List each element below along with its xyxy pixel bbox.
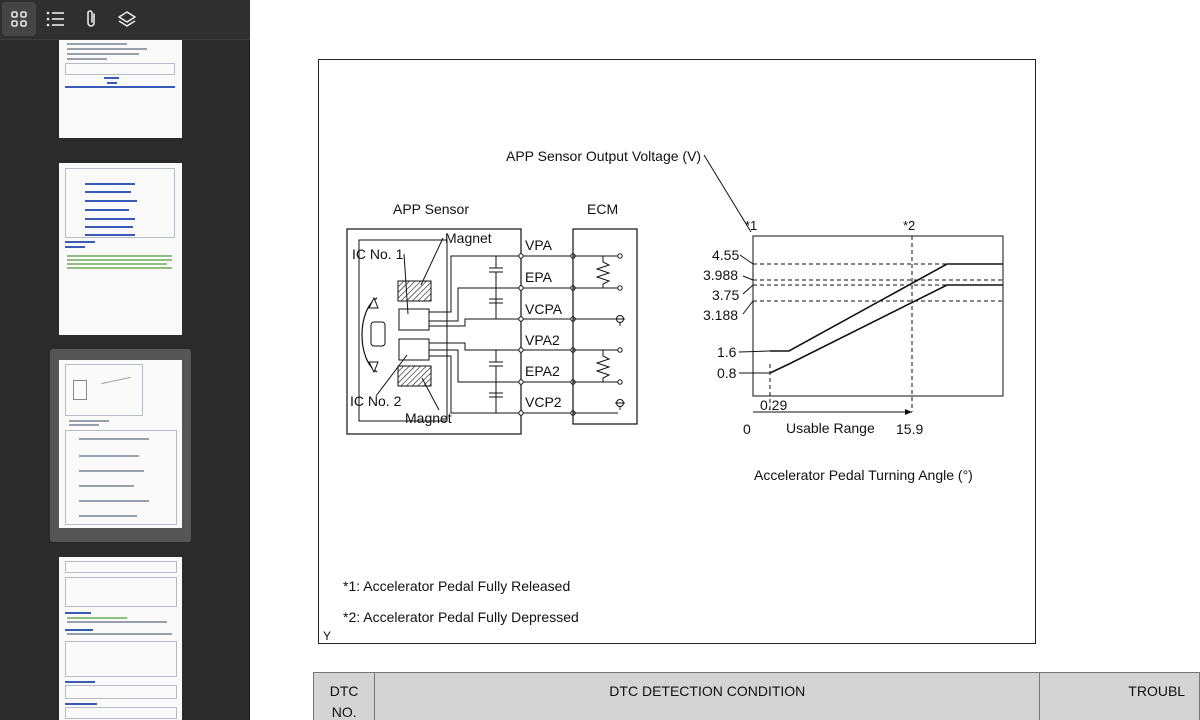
- paperclip-icon: [87, 10, 95, 27]
- x-tick-15-9: 15.9: [896, 421, 923, 437]
- magnet-bottom-label: Magnet: [405, 410, 452, 426]
- layers-icon: [118, 11, 136, 27]
- app-sensor-figure: APP Sensor Output Voltage (V) APP Sensor…: [318, 59, 1036, 644]
- ic1-label: IC No. 1: [352, 246, 404, 262]
- y-tick-1-6: 1.6: [717, 344, 737, 360]
- x-axis-label: Accelerator Pedal Turning Angle (°): [754, 467, 973, 483]
- grid-icon: [11, 11, 27, 27]
- dtc-table: DTC NO. DTC DETECTION CONDITION TROUBL: [312, 672, 1200, 720]
- y-tick-0-8: 0.8: [717, 365, 737, 381]
- pin-vcp2: VCP2: [525, 394, 562, 410]
- pin-epa2: EPA2: [525, 363, 560, 379]
- outline-view-button[interactable]: [38, 2, 72, 36]
- list-icon: [46, 11, 64, 27]
- note-1: *1: Accelerator Pedal Fully Released: [343, 578, 570, 594]
- layers-view-button[interactable]: [110, 2, 144, 36]
- magnet-top-label: Magnet: [445, 230, 492, 246]
- header-dtc-line1: DTC: [329, 683, 359, 699]
- document-page: APP Sensor Output Voltage (V) APP Sensor…: [250, 0, 1200, 720]
- page-thumbnail-4[interactable]: [59, 557, 182, 720]
- note-2: *2: Accelerator Pedal Fully Depressed: [343, 609, 579, 625]
- header-dtc-no: DTC NO.: [312, 672, 376, 720]
- attachments-view-button[interactable]: [74, 2, 108, 36]
- sidebar: [0, 0, 250, 720]
- sidebar-toolbar: [0, 0, 250, 40]
- figure-code: Y: [323, 629, 331, 643]
- pin-epa: EPA: [525, 269, 553, 285]
- pin-vcpa: VCPA: [525, 301, 563, 317]
- header-detection-condition: DTC DETECTION CONDITION: [374, 672, 1041, 720]
- thumbnails-view-button[interactable]: [2, 2, 36, 36]
- marker-1: *1: [745, 218, 757, 233]
- table-header-row: DTC NO. DTC DETECTION CONDITION TROUBL: [312, 672, 1200, 720]
- page-thumbnail-2[interactable]: [59, 163, 182, 335]
- header-dtc-line2: NO.: [331, 704, 357, 720]
- x-tick-0: 0: [743, 421, 751, 437]
- wiring-diagram: APP Sensor Output Voltage (V) APP Sensor…: [323, 148, 1004, 643]
- y-tick-4-55: 4.55: [712, 247, 739, 263]
- pin-vpa: VPA: [525, 237, 553, 253]
- usable-range-label: Usable Range: [786, 420, 875, 436]
- page-thumbnail-1[interactable]: [59, 40, 182, 138]
- marker-2: *2: [903, 218, 915, 233]
- app-sensor-label: APP Sensor: [393, 201, 469, 217]
- y-tick-3-988: 3.988: [703, 267, 738, 283]
- y-tick-3-188: 3.188: [703, 307, 738, 323]
- page-thumbnail-3[interactable]: [59, 360, 182, 528]
- ecm-label: ECM: [587, 201, 618, 217]
- ic2-label: IC No. 2: [350, 393, 402, 409]
- x-tick-0-29: 0.29: [760, 397, 787, 413]
- header-trouble-area: TROUBL: [1039, 672, 1200, 720]
- y-tick-3-75: 3.75: [712, 287, 739, 303]
- output-voltage-label: APP Sensor Output Voltage (V): [506, 148, 701, 164]
- pin-vpa2: VPA2: [525, 332, 560, 348]
